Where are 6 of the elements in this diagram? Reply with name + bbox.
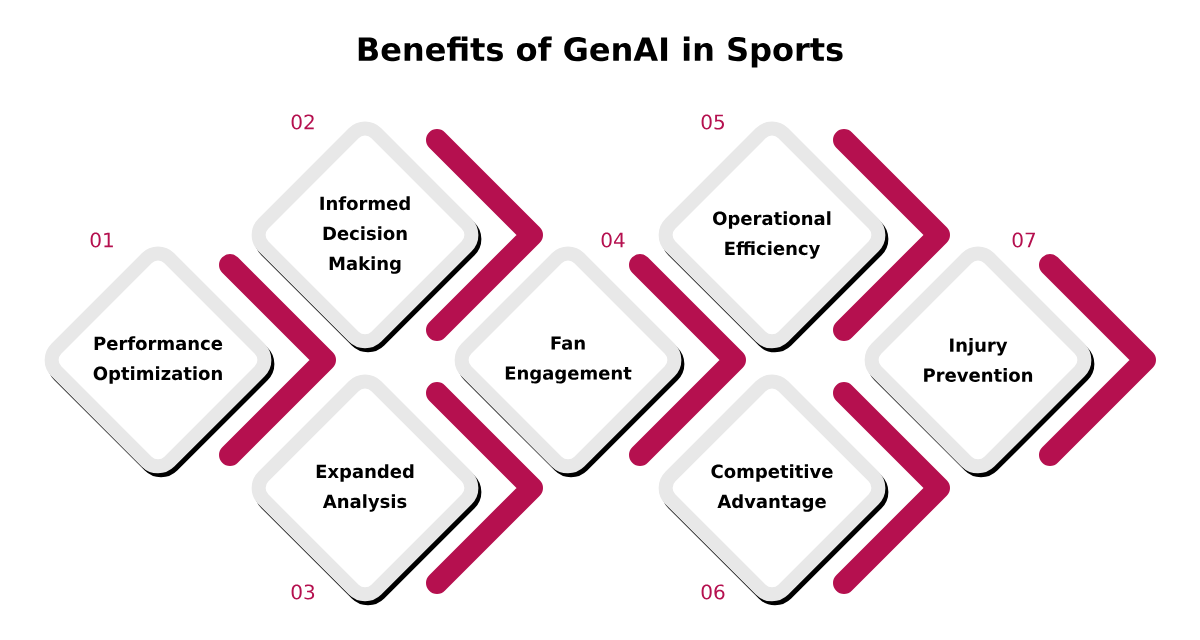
title: Benefits of GenAI in Sports — [358, 36, 843, 68]
step-number: 01 — [90, 232, 113, 248]
step-number: 03 — [291, 584, 315, 600]
step-number: 04 — [601, 232, 625, 248]
step-number: 06 — [701, 584, 725, 600]
step-number: 07 — [1012, 232, 1035, 248]
